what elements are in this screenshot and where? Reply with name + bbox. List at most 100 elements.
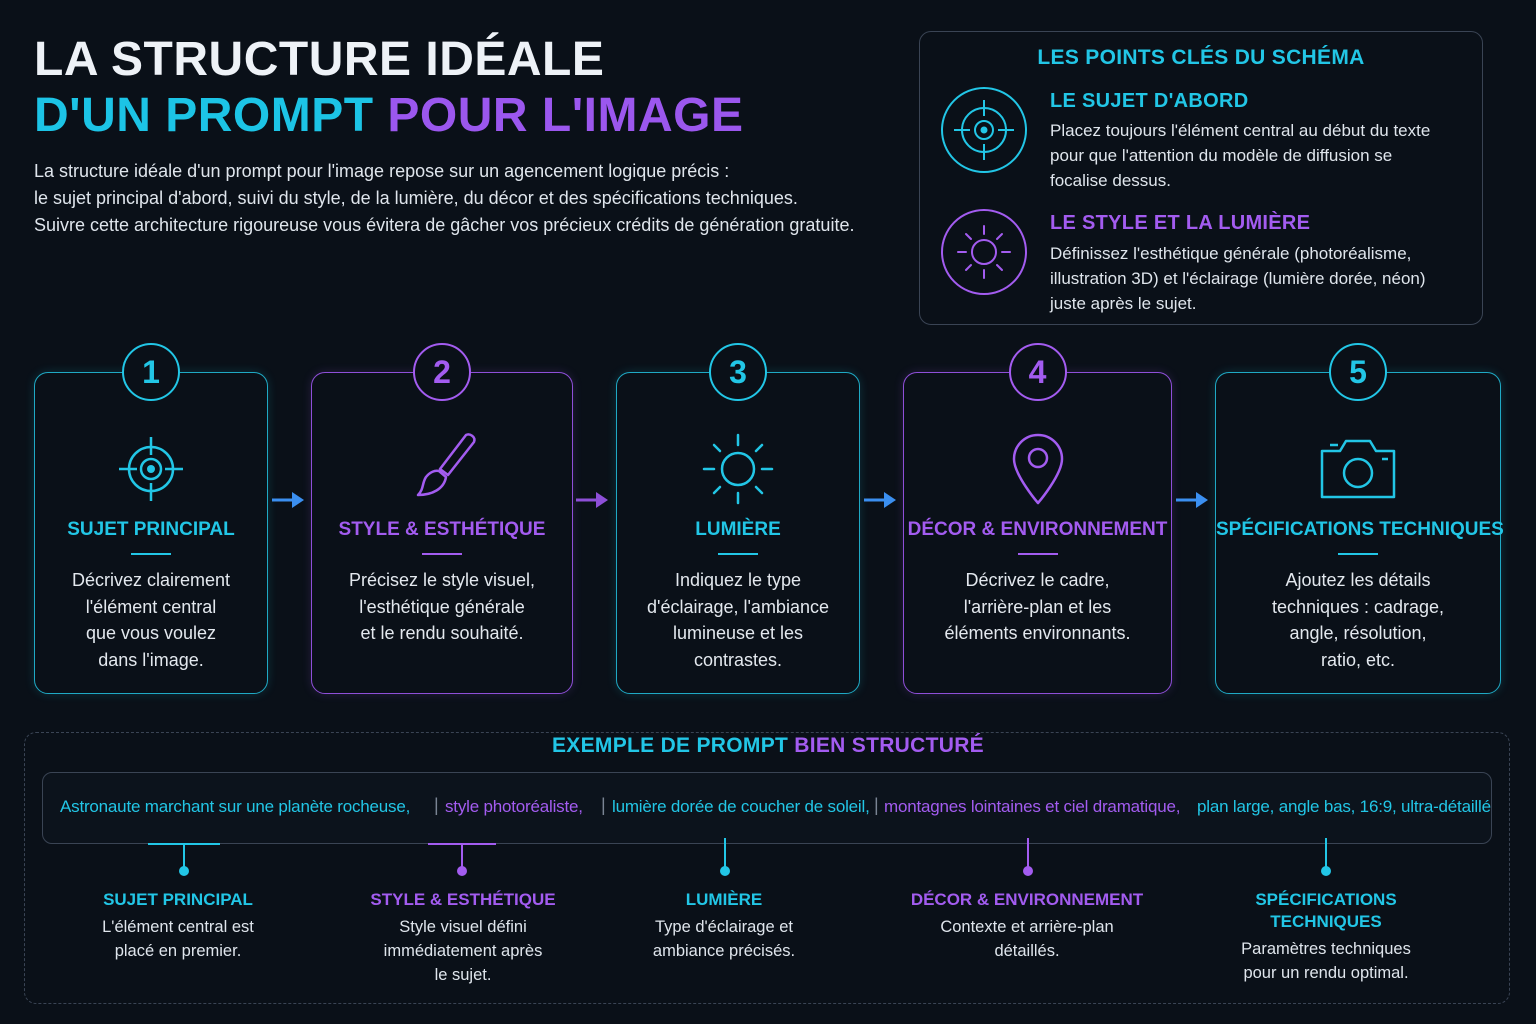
step-title: DÉCOR & ENVIRONNEMENT	[907, 519, 1168, 540]
step-description: Ajoutez les détails techniques : cadrage…	[1226, 567, 1490, 673]
example-label-text: L'élément central est placé en premier.	[78, 915, 278, 963]
connector-dot	[1321, 866, 1331, 876]
title-line-2: D'UN PROMPT POUR L'IMAGE	[34, 86, 894, 146]
example-label-line: ambiance précisés.	[652, 942, 796, 960]
page-title: LA STRUCTURE IDÉALE D'UN PROMPT POUR L'I…	[34, 34, 894, 146]
step-line: techniques : cadrage,	[1271, 596, 1445, 617]
example-label-subject: SUJET PRINCIPAL L'élément central est pla…	[78, 889, 278, 963]
connector-underline	[148, 843, 220, 845]
example-label-heading: LUMIÈRE	[685, 890, 763, 909]
example-label-heading: SUJET PRINCIPAL	[103, 890, 253, 909]
step-title: LUMIÈRE	[695, 519, 781, 540]
example-label-line: L'élément central est	[102, 918, 254, 936]
example-label-line: Style visuel défini	[399, 918, 527, 936]
example-label-line: pour un rendu optimal.	[1243, 964, 1409, 982]
step-divider	[1017, 553, 1058, 555]
step-line: Indiquez le type	[674, 570, 802, 590]
step-title: STYLE & ESTHÉTIQUE	[338, 519, 546, 540]
step-card-5: 5 SPÉCIFICATIONS TECHNIQUES Ajoutez les …	[1215, 343, 1504, 694]
connector-line	[461, 844, 463, 868]
example-label-text: Type d'éclairage et ambiance précisés.	[624, 915, 824, 963]
title-line-2-part-b: POUR L'IMAGE	[373, 89, 744, 142]
step-line: d'éclairage, l'ambiance	[647, 596, 829, 617]
connector-dot	[179, 866, 189, 876]
intro-line: le sujet principal d'abord, suivi du sty…	[34, 188, 798, 208]
example-title-part-a: EXEMPLE DE PROMPT	[552, 734, 789, 757]
prompt-segment-technical: plan large, angle bas, 16:9, ultra-détai…	[1197, 797, 1491, 816]
key-point-heading: LE SUJET D'ABORD	[1050, 90, 1249, 112]
step-line: l'esthétique générale	[359, 596, 525, 617]
step-number: 4	[1008, 343, 1067, 401]
example-label-line: le sujet.	[434, 966, 492, 984]
prompt-segment-setting: montagnes lointaines et ciel dramatique,	[884, 797, 1181, 816]
connector-line	[1325, 838, 1327, 868]
key-point-line: Définissez l'esthétique générale (photor…	[1050, 244, 1412, 263]
step-card-4: 4 DÉCOR & ENVIRONNEMENT Décrivez le cadr…	[903, 343, 1172, 694]
step-line: l'arrière-plan et les	[963, 596, 1112, 617]
step-divider	[718, 553, 758, 555]
example-label-line: Contexte et arrière-plan	[940, 918, 1114, 936]
key-points-title: LES POINTS CLÉS DU SCHÉMA	[1037, 46, 1365, 69]
arrow-right-icon	[1176, 492, 1208, 508]
prompt-segment-light: lumière dorée de coucher de soleil,	[612, 797, 870, 816]
connector-line	[183, 844, 185, 868]
step-card-3: 3 LUMIÈRE Indiquez le type d'éclairage, …	[616, 343, 860, 694]
example-label-heading: STYLE & ESTHÉTIQUE	[370, 890, 556, 909]
key-point-text: Placez toujours l'élément central au déb…	[1050, 118, 1470, 193]
step-title: SUJET PRINCIPAL	[67, 519, 235, 540]
step-line: ratio, etc.	[1320, 649, 1396, 670]
camera-icon	[1320, 439, 1396, 499]
prompt-segment-style: style photoréaliste,	[445, 797, 583, 816]
example-label-line: Type d'éclairage et	[655, 918, 793, 936]
prompt-separator: |	[434, 795, 439, 815]
step-line: Décrivez le cadre,	[965, 570, 1110, 590]
key-point-heading: LE STYLE ET LA LUMIÈRE	[1050, 212, 1311, 234]
step-line: Décrivez clairement	[71, 570, 231, 590]
title-line-1: LA STRUCTURE IDÉALE	[34, 33, 605, 86]
step-line: dans l'image.	[98, 649, 204, 670]
prompt-separator: |	[601, 795, 606, 815]
example-label-heading: SPÉCIFICATIONS	[1255, 890, 1397, 909]
key-point-line: focalise dessus.	[1050, 171, 1171, 190]
connector-underline	[428, 843, 496, 845]
step-divider	[131, 553, 171, 555]
step-line: éléments environnants.	[944, 623, 1131, 643]
key-point-line: Placez toujours l'élément central au déb…	[1050, 121, 1431, 140]
example-label-heading: TECHNIQUES	[1270, 912, 1382, 931]
connector-dot	[1023, 866, 1033, 876]
example-label-line: détaillés.	[994, 942, 1060, 960]
prompt-separator: |	[874, 795, 879, 815]
intro-line: La structure idéale d'un prompt pour l'i…	[34, 161, 730, 181]
step-line: que vous voulez	[85, 623, 217, 643]
example-title: EXEMPLE DE PROMPT BIEN STRUCTURÉ	[0, 734, 1536, 758]
intro-line: Suivre cette architecture rigoureuse vou…	[34, 215, 855, 235]
step-card-2: 2 STYLE & ESTHÉTIQUE Précisez le style v…	[311, 343, 573, 694]
example-label-line: placé en premier.	[114, 942, 242, 960]
step-line: contrastes.	[693, 649, 783, 670]
target-icon	[119, 437, 183, 501]
sun-icon	[702, 433, 774, 505]
example-panel	[24, 732, 1510, 1004]
step-divider	[422, 553, 462, 555]
example-label-style: STYLE & ESTHÉTIQUE Style visuel défini im…	[353, 889, 573, 987]
paintbrush-icon	[416, 433, 476, 497]
location-pin-icon	[1012, 433, 1063, 505]
step-divider	[1338, 553, 1378, 555]
step-line: et le rendu souhaité.	[360, 623, 524, 643]
key-points-panel: LES POINTS CLÉS DU SCHÉMA LE SUJET D'ABO…	[919, 31, 1483, 325]
sun-icon	[941, 209, 1027, 295]
step-card-1: 1 SUJET PRINCIPAL Décrivez clairement l'…	[34, 343, 268, 694]
step-number: 1	[122, 343, 180, 401]
step-description: Indiquez le type d'éclairage, l'ambiance…	[627, 567, 849, 673]
step-line: Ajoutez les détails	[1285, 570, 1431, 590]
step-line: Précisez le style visuel,	[348, 570, 536, 590]
key-point-line: pour que l'attention du modèle de diffus…	[1050, 146, 1393, 165]
step-title: SPÉCIFICATIONS TECHNIQUES	[1216, 519, 1504, 540]
key-point-line: illustration 3D) et l'éclairage (lumière…	[1050, 269, 1426, 288]
title-line-2-part-a: D'UN PROMPT	[34, 89, 374, 142]
key-point-text: Définissez l'esthétique générale (photor…	[1050, 241, 1470, 316]
step-line: angle, résolution,	[1289, 623, 1427, 643]
example-title-part-b: BIEN STRUCTURÉ	[788, 734, 984, 757]
example-label-light: LUMIÈRE Type d'éclairage et ambiance préc…	[624, 889, 824, 963]
example-label-line: immédiatement après	[383, 942, 543, 960]
